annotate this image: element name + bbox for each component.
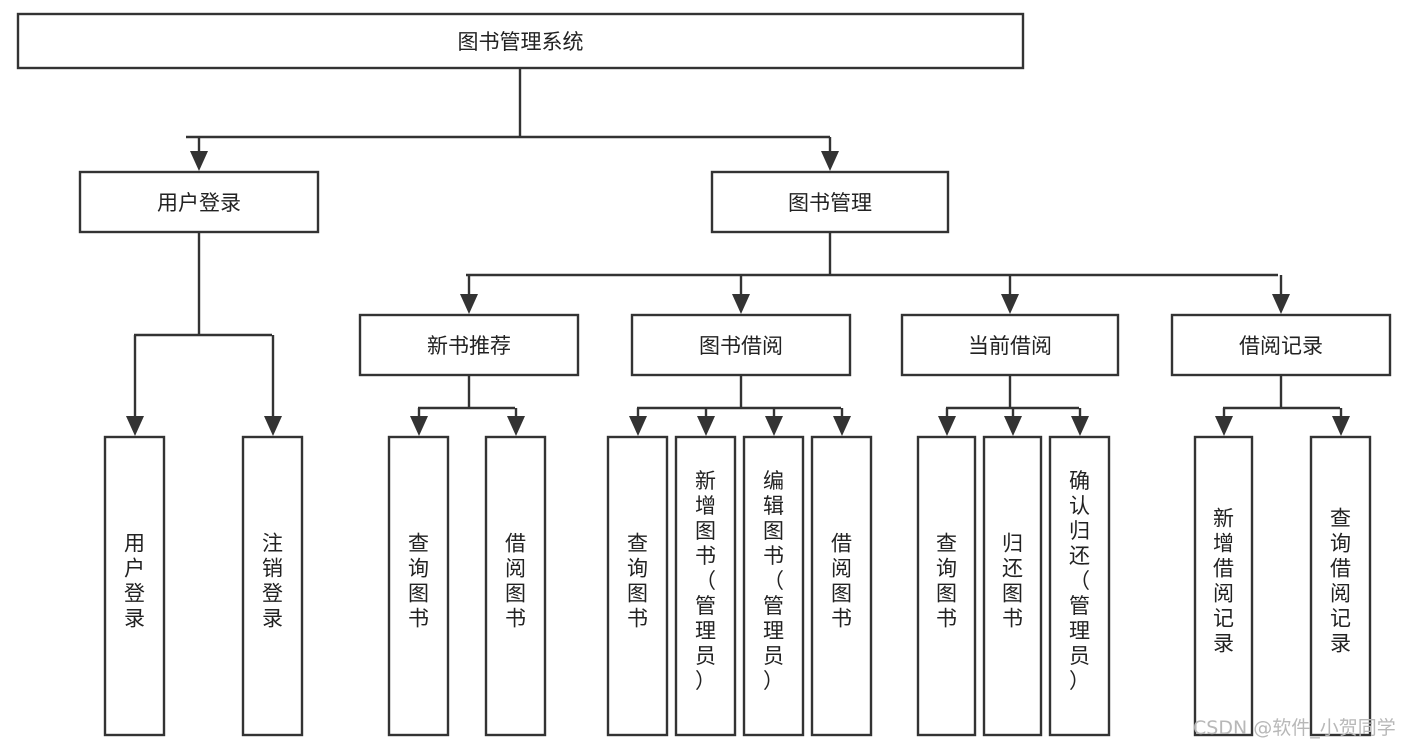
node-box-leaf-br-query[interactable] xyxy=(1309,435,1372,737)
node-borrow-record[interactable]: 借阅记录 xyxy=(1170,313,1392,377)
node-leaf-br-query[interactable]: 查询借阅记录 xyxy=(1309,435,1372,737)
arrow-head-icon xyxy=(833,416,851,436)
node-label-leaf-br-query: 查询借阅记录 xyxy=(1330,507,1351,656)
node-label-leaf-bb-edit: 编辑图书（管理员） xyxy=(763,469,784,693)
arrow-head-icon xyxy=(1272,294,1290,314)
node-label-leaf-cb-return: 归还图书 xyxy=(1002,532,1023,631)
arrow-head-icon xyxy=(1071,416,1089,436)
node-current-borrow[interactable]: 当前借阅 xyxy=(900,313,1120,377)
node-book-manage[interactable]: 图书管理 xyxy=(710,170,950,234)
arrow-head-icon xyxy=(697,416,715,436)
arrow-head-icon xyxy=(732,294,750,314)
node-leaf-rec-query[interactable]: 查询图书 xyxy=(387,435,450,737)
node-label-user-login: 用户登录 xyxy=(157,191,241,215)
arrow-head-icon xyxy=(507,416,525,436)
node-root[interactable]: 图书管理系统 xyxy=(16,12,1025,70)
node-book-borrow[interactable]: 图书借阅 xyxy=(630,313,852,377)
node-box-book-borrow[interactable] xyxy=(630,313,852,377)
node-leaf-cb-query[interactable]: 查询图书 xyxy=(916,435,977,737)
node-leaf-br-add[interactable]: 新增借阅记录 xyxy=(1193,435,1254,737)
node-label-leaf-rec-borrow: 借阅图书 xyxy=(505,532,526,631)
node-label-leaf-bb-query: 查询图书 xyxy=(627,532,648,631)
arrow-head-icon xyxy=(410,416,428,436)
node-label-book-manage: 图书管理 xyxy=(788,191,872,215)
node-layer: 图书管理系统用户登录图书管理新书推荐图书借阅当前借阅借阅记录用户登录注销登录查询… xyxy=(16,12,1392,737)
arrow-head-icon xyxy=(1215,416,1233,436)
node-box-leaf-rec-query[interactable] xyxy=(387,435,450,737)
node-box-leaf-cb-confirm[interactable] xyxy=(1048,435,1111,737)
node-label-leaf-cb-confirm: 确认归还（管理员） xyxy=(1069,469,1090,693)
arrow-head-icon xyxy=(1001,294,1019,314)
node-box-leaf-cb-return[interactable] xyxy=(982,435,1043,737)
node-box-leaf-cb-query[interactable] xyxy=(916,435,977,737)
node-box-leaf-user-login[interactable] xyxy=(103,435,166,737)
node-leaf-rec-borrow[interactable]: 借阅图书 xyxy=(484,435,547,737)
node-box-leaf-bb-edit[interactable] xyxy=(742,435,805,737)
arrow-head-icon xyxy=(264,416,282,436)
node-label-leaf-rec-query: 查询图书 xyxy=(408,532,429,631)
node-label-new-book-rec: 新书推荐 xyxy=(427,334,511,358)
node-label-current-borrow: 当前借阅 xyxy=(968,334,1052,358)
arrow-head-icon xyxy=(765,416,783,436)
node-leaf-bb-borrow[interactable]: 借阅图书 xyxy=(810,435,873,737)
node-label-leaf-user-logout: 注销登录 xyxy=(262,532,283,631)
connector-layer xyxy=(126,68,1350,436)
node-leaf-cb-confirm[interactable]: 确认归还（管理员） xyxy=(1048,435,1111,737)
arrow-head-icon xyxy=(190,151,208,171)
node-box-user-login[interactable] xyxy=(78,170,320,234)
node-label-leaf-bb-borrow: 借阅图书 xyxy=(831,532,852,631)
node-label-book-borrow: 图书借阅 xyxy=(699,334,783,358)
node-label-leaf-user-login: 用户登录 xyxy=(124,532,145,631)
node-box-leaf-user-logout[interactable] xyxy=(241,435,304,737)
node-box-leaf-bb-add[interactable] xyxy=(674,435,737,737)
arrow-head-icon xyxy=(821,151,839,171)
node-label-borrow-record: 借阅记录 xyxy=(1239,334,1323,358)
node-new-book-rec[interactable]: 新书推荐 xyxy=(358,313,580,377)
node-box-leaf-bb-query[interactable] xyxy=(606,435,669,737)
arrow-head-icon xyxy=(126,416,144,436)
node-label-root: 图书管理系统 xyxy=(458,30,584,54)
arrow-head-icon xyxy=(629,416,647,436)
node-box-leaf-rec-borrow[interactable] xyxy=(484,435,547,737)
node-leaf-bb-edit[interactable]: 编辑图书（管理员） xyxy=(742,435,805,737)
arrow-head-icon xyxy=(1004,416,1022,436)
arrow-head-icon xyxy=(1332,416,1350,436)
csdn-watermark: CSDN @软件_小贺同学 xyxy=(1193,717,1396,739)
node-leaf-bb-add[interactable]: 新增图书（管理员） xyxy=(674,435,737,737)
node-leaf-cb-return[interactable]: 归还图书 xyxy=(982,435,1043,737)
node-box-new-book-rec[interactable] xyxy=(358,313,580,377)
node-user-login[interactable]: 用户登录 xyxy=(78,170,320,234)
node-leaf-user-login[interactable]: 用户登录 xyxy=(103,435,166,737)
node-box-root[interactable] xyxy=(16,12,1025,70)
node-box-leaf-bb-borrow[interactable] xyxy=(810,435,873,737)
node-box-borrow-record[interactable] xyxy=(1170,313,1392,377)
arrow-head-icon xyxy=(938,416,956,436)
arrow-head-icon xyxy=(460,294,478,314)
node-label-leaf-cb-query: 查询图书 xyxy=(936,532,957,631)
node-leaf-user-logout[interactable]: 注销登录 xyxy=(241,435,304,737)
node-box-book-manage[interactable] xyxy=(710,170,950,234)
node-box-current-borrow[interactable] xyxy=(900,313,1120,377)
node-label-leaf-br-add: 新增借阅记录 xyxy=(1213,507,1234,656)
node-leaf-bb-query[interactable]: 查询图书 xyxy=(606,435,669,737)
node-label-leaf-bb-add: 新增图书（管理员） xyxy=(695,469,716,693)
node-box-leaf-br-add[interactable] xyxy=(1193,435,1254,737)
